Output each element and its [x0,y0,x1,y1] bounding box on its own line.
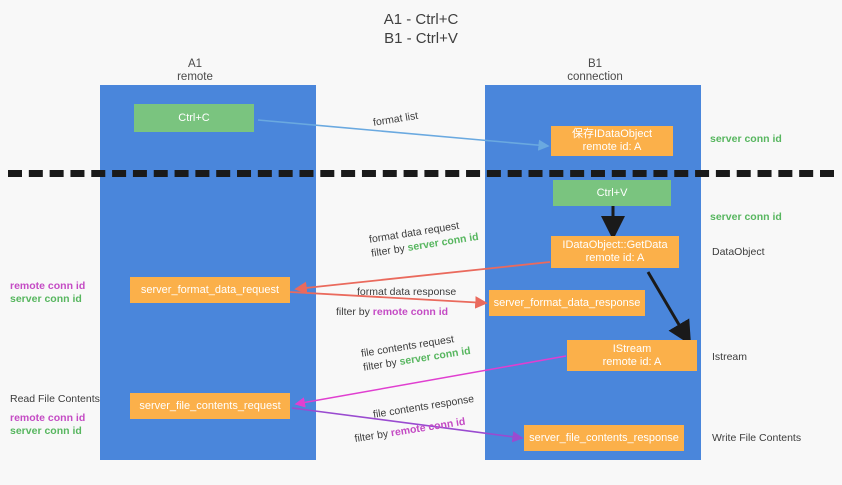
box-ctrl-c[interactable]: Ctrl+C [134,104,254,132]
annotation-remote-conn-id-1: remote conn id [10,280,86,292]
annotation-remote-conn-id-2: remote conn id [10,412,86,424]
phase-divider [8,170,834,177]
annotation-read-file-contents: Read File Contents [10,393,100,405]
box-server-format-data-response[interactable]: server_format_data_response [489,290,645,316]
annotation-server-conn-id-2: server conn id [10,425,82,437]
edge-label-format-data-response-filter: filter by remote conn id [336,305,456,319]
box-ctrl-v[interactable]: Ctrl+V [553,180,671,206]
box-server-format-data-request[interactable]: server_format_data_request [130,277,290,303]
annotation-server-conn-id-mid: server conn id [710,211,782,223]
annotation-istream: Istream [712,351,748,363]
box-server-file-contents-request[interactable]: server_file_contents_request [130,393,290,419]
annotation-server-conn-id-top: server conn id [710,133,782,145]
box-server-file-contents-response[interactable]: server_file_contents_response [524,425,684,451]
page-title: A1 - Ctrl+C B1 - Ctrl+V [383,11,459,47]
annotation-server-conn-id-1: server conn id [10,293,82,305]
edge-label-format-data-response: format data response filter by remote co… [336,285,457,319]
filter-prefix: filter by [336,306,373,318]
column-header-b1: B1 connection [567,58,623,83]
box-istream[interactable]: IStream remote id: A [567,340,697,371]
annotation-dataobject: DataObject [712,246,765,258]
edge-label-format-data-response-title: format data response [357,286,457,298]
column-header-a1: A1 remote [177,58,213,83]
remote-conn-id-token: remote conn id [372,306,449,318]
annotation-write-file-contents: Write File Contents [712,432,802,444]
box-save-idataobject[interactable]: 保存IDataObject remote id: A [551,126,673,156]
box-idataobject-getdata[interactable]: IDataObject::GetData remote id: A [551,236,679,268]
